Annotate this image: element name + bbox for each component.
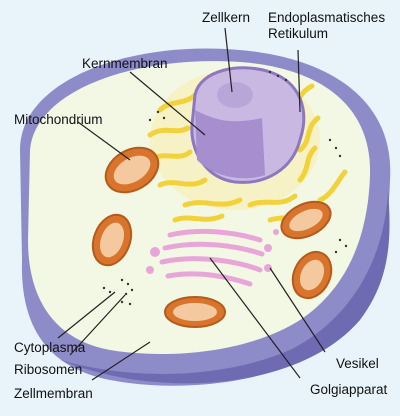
label-vesikel: Vesikel — [336, 356, 379, 372]
nucleolus — [217, 82, 253, 108]
label-mitochondrium: Mitochondrium — [14, 112, 103, 128]
mitochondrion-3 — [165, 297, 225, 327]
label-golgiapparat: Golgiapparat — [310, 382, 387, 398]
label-zellkern: Zellkern — [202, 10, 250, 26]
nucleus — [192, 68, 304, 183]
label-ribosomen: Ribosomen — [14, 362, 82, 378]
label-kernmembran: Kernmembran — [82, 56, 168, 72]
label-endoplasmatisches-retikulum: Endoplasmatisches Retikulum — [268, 10, 385, 42]
label-cytoplasma: Cytoplasma — [14, 340, 85, 356]
label-zellmembran: Zellmembran — [14, 386, 93, 402]
